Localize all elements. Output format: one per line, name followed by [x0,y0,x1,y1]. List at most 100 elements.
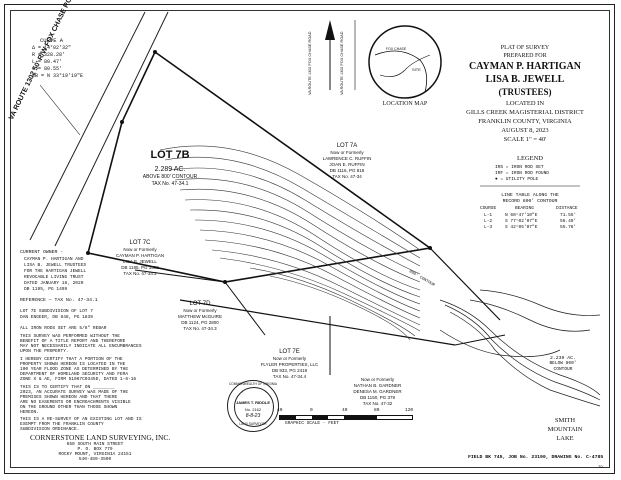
curve-a-radius: R = 328.28' [32,52,66,58]
title-located: LOCATED IN [505,100,545,107]
title-date: AUGUST 8, 2023 [501,127,549,134]
note-line: 2023, AN ACCURATE SURVEY WAS MADE OF THE [20,390,129,395]
lot-7a-line: LAWRENCE C. RUFFIN [322,156,372,161]
note-line: EXEMPT FROM THE FRANKLIN COUNTY [20,422,104,427]
lot-7c-line: CAYMAN P. HARTIGAN [115,253,165,258]
lot-7c-line: DB 1195, PG 1502 [121,265,159,270]
lot-7e-name: LOT 7E [279,349,300,355]
lot-7e-line: FLYLER PROPERTIES, LLC [260,362,319,367]
lot-7e-line: DB 933, PG 2418 [271,368,308,373]
line-table-header-bearing: BEARING [515,206,534,211]
line-east [429,247,501,321]
subdivision-line: LOT 7E SUBDIVISION OF LOT 7 [20,309,93,314]
field-book: FIELD BK 745, JOB No. 23190, DRAWING No.… [468,455,604,460]
lot-7e-line: Now or Formerly [272,356,307,361]
company-line: ROCKY MOUNT, VIRGINIA 24151 [58,452,132,457]
lake-label-3: LAKE [556,435,574,442]
location-map-road [374,50,428,93]
owner-line: REVOCABLE LIVING TRUST [24,275,84,280]
scale-tick: 80 [374,408,380,413]
curve-a-bearing: CB = N 33°19'19"E [32,73,84,79]
line-table-cell: L-1 [484,213,493,218]
legend-line: ● = UTILITY POLE [495,177,539,182]
road-edge-west [29,11,146,241]
note-line: BENEFIT OF A TITLE REPORT AND THEREFORE [20,339,126,344]
company-name: CORNERSTONE LAND SURVEYING, INC. [30,433,171,442]
lot-7b-contour: ABOVE 800' CONTOUR [142,174,198,180]
owner-header: CURRENT OWNER - [20,250,64,255]
subdivision-line: DAN ENGEER, DB 848, PG 1839 [20,315,93,320]
note-line: MAY NOT NECESSARILY INDICATE ALL ENCUMBR… [20,344,142,349]
legend-line: IRS = IRON ROD SET [495,165,544,170]
note-line: ARE NO EASEMENTS OR ENCROACHMENTS VISIBL… [20,400,131,405]
lot-7a-name: LOT 7A [336,143,358,149]
lot-7a-line: DB 1116, PG 818 [329,168,365,173]
note-line: ZONE X & AE, FIRM 51067C0345D, DATED 1-6… [20,377,137,382]
line-table-header-distance: DISTANCE [556,206,578,211]
line-east-2 [454,334,506,346]
note-line: PROPERTY SHOWN HEREON IS LOCATED IN THE [20,362,126,367]
lot-7c-name: LOT 7C [129,240,151,246]
reference: REFERENCE — TAX No. 47-34.1 [20,298,98,303]
note-line: THIS IS A RE-SURVEY OF AN EXISTING LOT A… [20,417,142,422]
owner-line: DATED JANUARY 18, 2020 [24,281,84,286]
title-district: GILLS CREEK MAGISTERIAL DISTRICT [466,109,584,116]
note-line: PREMISES SHOWN HEREON AND THAT THERE [20,395,118,400]
lot-7c-line: Now or Formerly [123,247,157,252]
owner-line: LISA B. JEWELL TRUSTEES [24,263,87,268]
lot-7b-area: 2.289 AC. [154,166,186,173]
location-road-vertical-2: VA ROUTE 1302 FOX CHASE ROAD [340,31,344,95]
scale-tick: 120 [405,408,414,413]
line-7d-7e [224,281,266,336]
lot-7e-line: TAX No. 47-34.4 [272,374,307,379]
owner-name-2: LISA B. JEWELL [485,74,565,85]
line-table-cell: N 60°47'10"E [505,213,538,218]
scale-segment [312,416,328,419]
lot-7c-line: LISA B. JEWELL [123,259,157,264]
outer-border [4,4,615,474]
scale-label: GRAPHIC SCALE - FEET [285,421,340,426]
shoreline [439,289,601,407]
location-site: SITE [412,67,421,72]
seal-license: No. 2162 [244,407,262,412]
iron-rod-markers [86,50,432,284]
line-south [179,299,456,346]
location-map-label: LOCATION MAP [382,101,428,107]
legend-title: LEGEND [517,155,543,162]
location-road-inner: FOX CHASE [386,47,407,51]
lot-7d-name: LOT 7D [189,301,211,307]
line-table-cell: 55.76' [560,225,577,230]
owner-line: FOR THE HARTIGAN JEWELL [24,269,87,274]
north-arrow-icon [325,20,335,40]
lot-7d-line: DB 1124, PG 2800 [181,320,219,325]
note-line: 100 YEAR FLOOD ZONE AS DETERMINED BY THE [20,367,129,372]
title-line1: PLAT OF SURVEY [500,45,550,51]
lot-7b-name: LOT 7B [150,149,190,161]
seal-inner-ring [234,387,274,427]
title-scale: SCALE 1" = 40' [503,136,547,143]
line-table-cell: 71.55' [560,213,577,218]
location-road-vertical: VA ROUTE 1302 FOX CHASE ROAD [308,31,312,95]
legend-line: IRF = IRON ROD FOUND [495,171,550,176]
line-table-cell: S 42°05'07"E [505,225,538,230]
curve-a-length: L = 80.47' [32,59,63,65]
note-line: UPON THE PROPERTY. [20,349,69,354]
title-county: FRANKLIN COUNTY, VIRGINIA [478,118,572,125]
note-line: THIS SURVEY WAS PERFORMED WITHOUT THE [20,334,120,339]
note-line: DEPARTMENT OF HOMELAND SECURITY AND FEMA [20,372,129,377]
gardner-line: NATHAN B. GARDNER [353,383,402,388]
line-table-cell: S 77°02'07"E [505,219,538,224]
gardner-line: Now or Formerly [360,377,395,382]
lot-7b-tax: TAX No. 47-34.1 [151,181,189,187]
seal-name: JAMES T. RIDDLE [235,400,270,405]
lot-7b-boundary [87,50,433,283]
scale-segment [344,416,377,419]
line-table-header-course: COURSE [480,206,497,211]
gardner-line: TAX No. 47-32 [362,401,393,406]
title-line2: PREPARED FOR [503,53,547,59]
note-line: I HEREBY CERTIFY THAT A PORTION OF THE [20,357,123,362]
lake-label-2: MOUNTAIN [547,426,583,433]
note-line: HEREON. [20,410,39,415]
curve-a-chord: C = 80.55' [32,66,63,72]
